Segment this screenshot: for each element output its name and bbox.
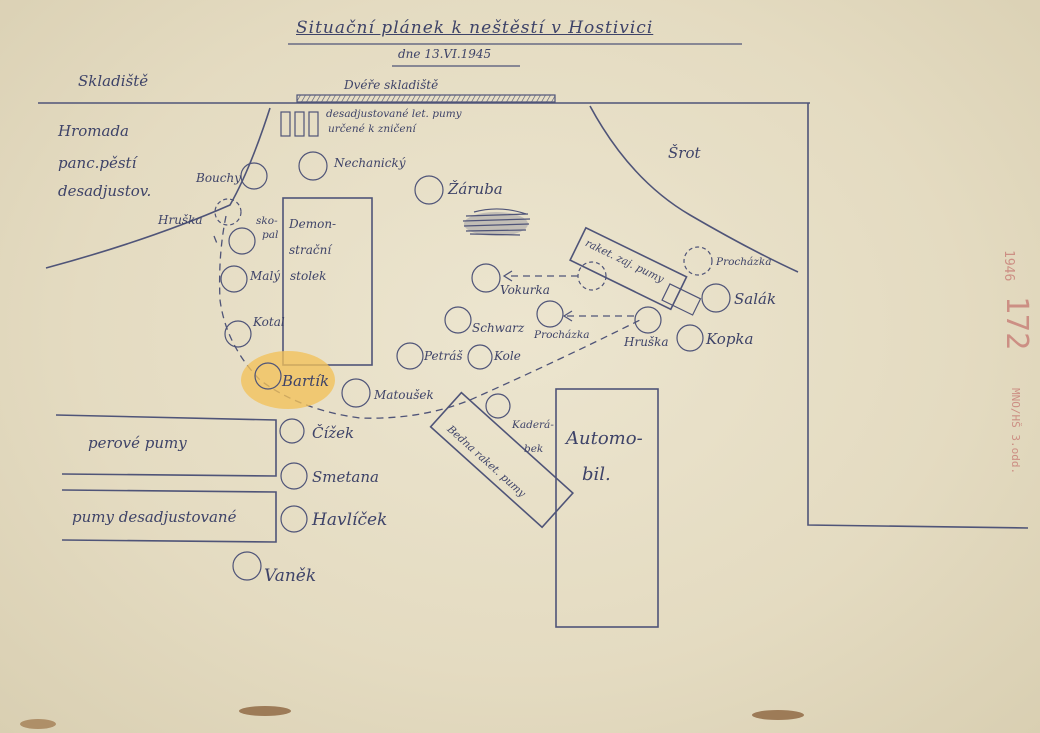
- person-kotal: Kotal: [253, 315, 285, 329]
- label-srot: Šrot: [668, 144, 701, 162]
- label-skladiste: Skladiště: [78, 72, 149, 90]
- scrap-yard-outline: [807, 103, 1029, 529]
- document-title: Situační plánek k neštěstí v Hostivici: [296, 18, 654, 38]
- person-circle-cizek: [279, 418, 305, 444]
- spring-bombs-outline: [55, 414, 277, 477]
- bomb-marker: [280, 111, 291, 137]
- person-circle-petras: [396, 342, 424, 370]
- label-hromada-1: Hromada: [58, 122, 129, 140]
- person-smetana: Smetana: [312, 468, 379, 486]
- rust-spot: [239, 706, 291, 716]
- person-circle-hruska-dashed: [214, 198, 242, 226]
- person-circle-vanek: [232, 551, 262, 581]
- scrap-boundary-line: [589, 105, 799, 273]
- person-prochazka-right: Procházka: [716, 256, 772, 268]
- rust-spot: [20, 719, 56, 729]
- warehouse-door: [296, 94, 556, 103]
- person-circle-nechanicky: [298, 151, 328, 181]
- document-date: dne 13.VI.1945: [398, 47, 492, 61]
- left-boundary-line: [45, 107, 271, 269]
- arrow-head: [502, 270, 513, 282]
- person-circle-smetana: [280, 462, 308, 490]
- rocket-bomb-crate: [429, 391, 574, 529]
- person-circle-kotal: [224, 320, 252, 348]
- label-demo-table-2: strační: [289, 243, 332, 257]
- rust-spot: [752, 710, 804, 720]
- bomb-marker: [308, 111, 319, 137]
- person-skopal-2: pal: [262, 229, 279, 241]
- person-salak: Salák: [734, 290, 777, 308]
- person-bouchy: Bouchy: [196, 171, 241, 185]
- person-hruska-right: Hruška: [624, 335, 669, 349]
- stamp-office: MNO/HŠ 3.odd.: [1009, 388, 1022, 475]
- blast-scribble: [462, 208, 531, 236]
- arrow-head: [562, 310, 573, 322]
- person-circle-kopka: [676, 324, 704, 352]
- person-vanek: Vaněk: [264, 566, 317, 586]
- person-bartik: Bartík: [282, 372, 330, 390]
- label-bomb-note-2: určené k zničení: [328, 123, 416, 135]
- person-schwarz: Schwarz: [472, 321, 525, 335]
- person-circle-vokurka: [471, 263, 501, 293]
- person-circle-maly: [220, 265, 248, 293]
- automobile: [555, 388, 659, 628]
- person-circle-schwarz: [444, 306, 472, 334]
- label-hromada-2: panc.pěstí: [58, 154, 137, 172]
- person-cizek: Čížek: [312, 424, 355, 442]
- person-kaderabek-1: Kaderá-: [512, 419, 554, 431]
- person-kopka: Kopka: [706, 330, 754, 348]
- person-circle-matousek: [341, 378, 371, 408]
- person-circle-prochazka-dashed: [683, 246, 713, 276]
- person-kole: Kole: [494, 349, 521, 363]
- person-zaruba: Žáruba: [448, 180, 503, 198]
- person-circle-kole: [467, 344, 493, 370]
- label-spring-bombs: perové pumy: [88, 434, 187, 452]
- person-circle-kaderabek: [485, 393, 511, 419]
- person-circle-prochazka: [536, 300, 564, 328]
- person-circle-dashed: [577, 261, 607, 291]
- person-skopal-1: sko-: [256, 215, 278, 227]
- person-havlicek: Havlíček: [312, 510, 388, 530]
- person-circle-havlicek: [280, 505, 308, 533]
- rocket-bomb-small-box: [661, 283, 702, 316]
- bartik-highlight: [241, 351, 335, 409]
- label-hromada-3: desadjustov.: [58, 182, 152, 200]
- person-nechanicky: Nechanický: [334, 156, 406, 170]
- label-automobil-1: Automo-: [566, 428, 643, 449]
- movement-path-arrow: [213, 235, 219, 247]
- person-vokurka: Vokurka: [500, 283, 550, 297]
- person-petras: Petráš: [424, 349, 463, 363]
- rocket-bomb-box-upper: [569, 226, 688, 311]
- person-circle-zaruba: [414, 175, 444, 205]
- label-bomb-note-1: desadjustované let. pumy: [326, 108, 462, 120]
- stamp-year: 1946: [1001, 250, 1016, 282]
- label-demo-table-3: stolek: [290, 269, 327, 283]
- label-demo-table-1: Demon-: [289, 217, 337, 231]
- label-automobil-2: bil.: [582, 464, 611, 485]
- person-kaderabek-2: bek: [524, 443, 544, 455]
- desadjusted-bombs-outline: [61, 489, 277, 543]
- person-circle-hruska: [634, 306, 662, 334]
- person-matousek: Matoušek: [374, 388, 434, 402]
- person-markers: [214, 151, 731, 581]
- person-circle-salak: [701, 283, 731, 313]
- person-circle-bartik: [254, 362, 282, 390]
- stamp-number: 172: [999, 296, 1034, 351]
- person-circle-bouchy: [240, 162, 268, 190]
- person-maly: Malý: [250, 269, 281, 283]
- label-desadjusted-bombs: pumy desadjustované: [72, 508, 237, 526]
- person-hruska-left: Hruška: [158, 213, 203, 227]
- person-circle-skopal: [228, 227, 256, 255]
- label-warehouse-door: Dvéře skladiště: [344, 78, 439, 92]
- person-prochazka-mid: Procházka: [534, 329, 590, 341]
- bomb-marker: [294, 111, 305, 137]
- movement-path: [218, 215, 641, 419]
